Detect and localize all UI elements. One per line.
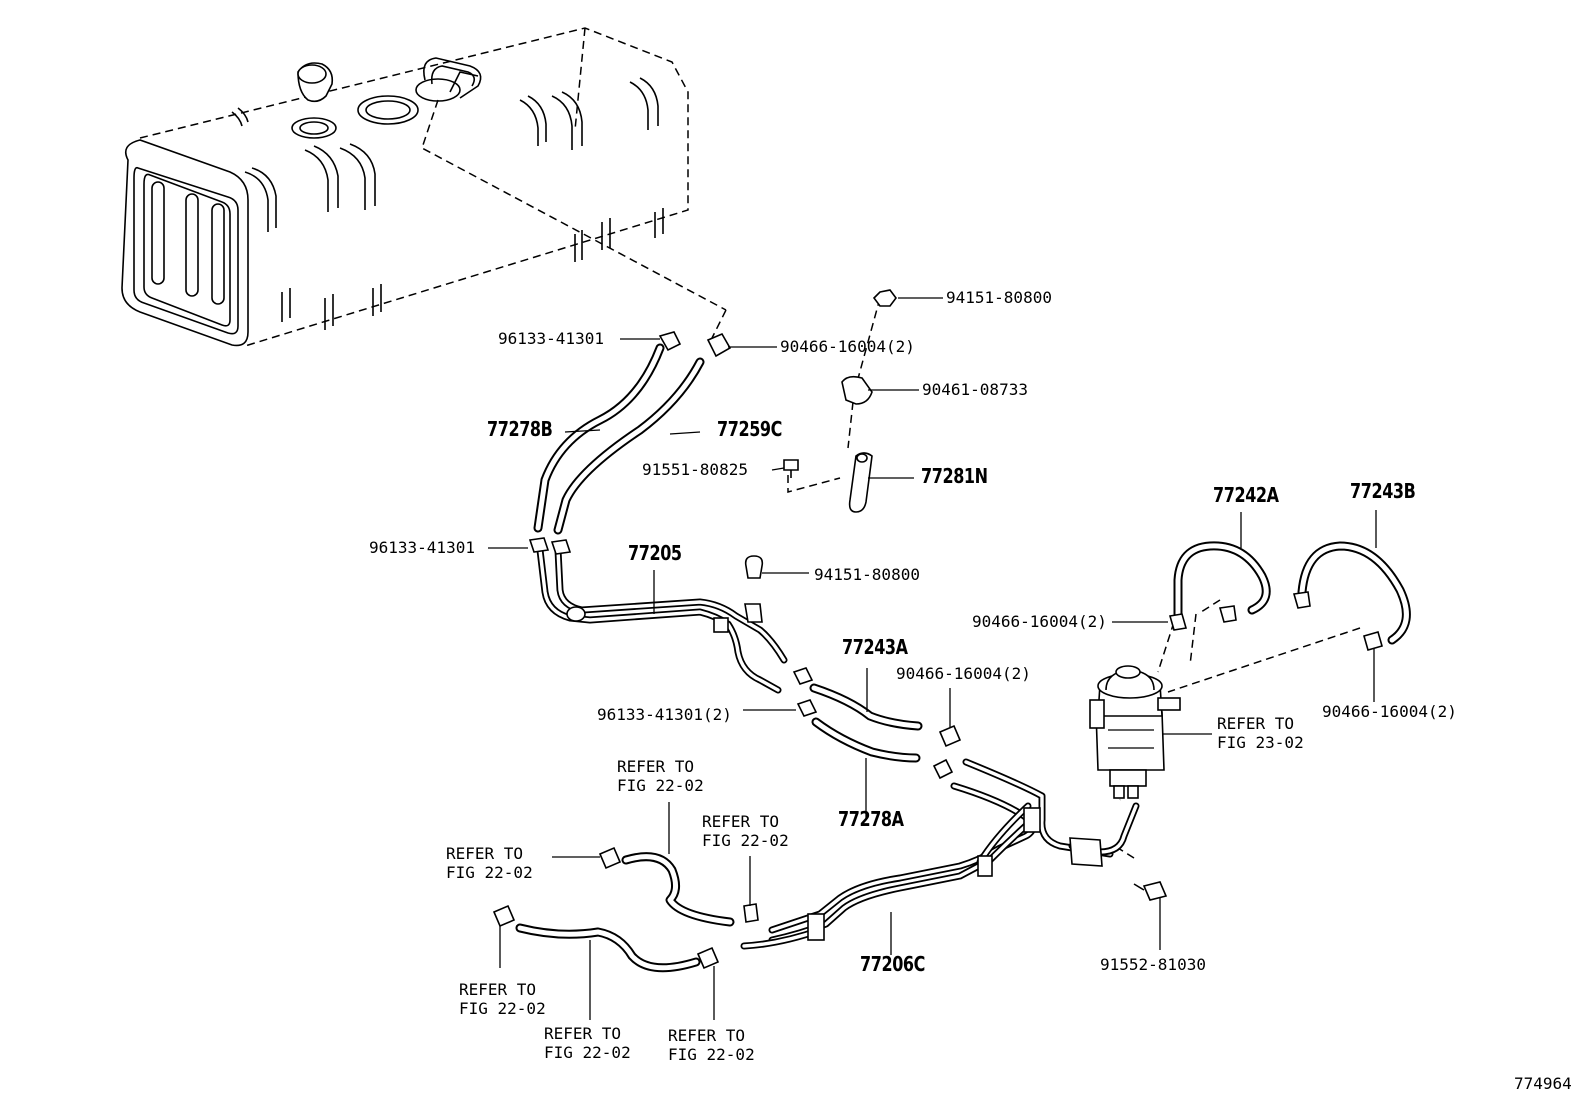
label-refer-fig-22-02-e: REFER TO FIG 22-02 (544, 1024, 631, 1062)
label-77281n: 77281N (921, 464, 988, 488)
label-refer-fig-22-02-d: REFER TO FIG 22-02 (459, 980, 546, 1018)
label-77278a: 77278A (838, 807, 904, 831)
label-77243a: 77243A (842, 635, 908, 659)
label-96133-41301-2: 96133-41301(2) (597, 705, 732, 724)
label-90466-16004-top: 90466-16004(2) (780, 337, 915, 356)
fuel-pipe-77206c (740, 758, 1140, 950)
fasteners (492, 289, 1383, 970)
hose-77278b (533, 343, 665, 533)
label-94151-80800-mid: 94151-80800 (814, 565, 920, 584)
label-77243b: 77243B (1350, 479, 1416, 503)
hose-77243a (809, 683, 923, 731)
label-refer-fig-22-02-b: REFER TO FIG 22-02 (702, 812, 789, 850)
label-77242a: 77242A (1213, 483, 1279, 507)
hose-77259c (553, 357, 705, 535)
hose-77243b (1297, 541, 1411, 645)
label-77278b: 77278B (487, 417, 553, 441)
label-90466-16004-right: 90466-16004(2) (972, 612, 1107, 631)
fuel-pipe-77205 (536, 546, 788, 694)
label-96133-41301-mid: 96133-41301 (369, 538, 475, 557)
label-91551-80825: 91551-80825 (642, 460, 748, 479)
leader-lines (488, 297, 1377, 1020)
hose-77278a (811, 717, 921, 763)
label-94151-80800-top: 94151-80800 (946, 288, 1052, 307)
label-77259c: 77259C (717, 417, 783, 441)
label-90466-16004-far: 90466-16004(2) (1322, 702, 1457, 721)
label-96133-41301-top: 96133-41301 (498, 329, 604, 348)
hose-77242a (1173, 541, 1271, 619)
lower-hose-b (515, 923, 701, 973)
label-90461-08733: 90461-08733 (922, 380, 1028, 399)
bracket-77281n (848, 452, 873, 513)
label-77206c: 77206C (860, 952, 926, 976)
diagram-id: 774964 (1514, 1074, 1572, 1093)
label-refer-fig-23-02: REFER TO FIG 23-02 (1217, 714, 1304, 752)
label-77205: 77205 (628, 541, 682, 565)
label-91552-81030: 91552-81030 (1100, 955, 1206, 974)
label-refer-fig-22-02-a: REFER TO FIG 22-02 (617, 757, 704, 795)
label-90466-16004-center: 90466-16004(2) (896, 664, 1031, 683)
label-refer-fig-22-02-f: REFER TO FIG 22-02 (668, 1026, 755, 1064)
fuel-tank-illustration (121, 27, 689, 347)
lower-hose-a (621, 852, 735, 927)
label-refer-fig-22-02-c: REFER TO FIG 22-02 (446, 844, 533, 882)
fuel-filter-assembly (1089, 665, 1181, 799)
